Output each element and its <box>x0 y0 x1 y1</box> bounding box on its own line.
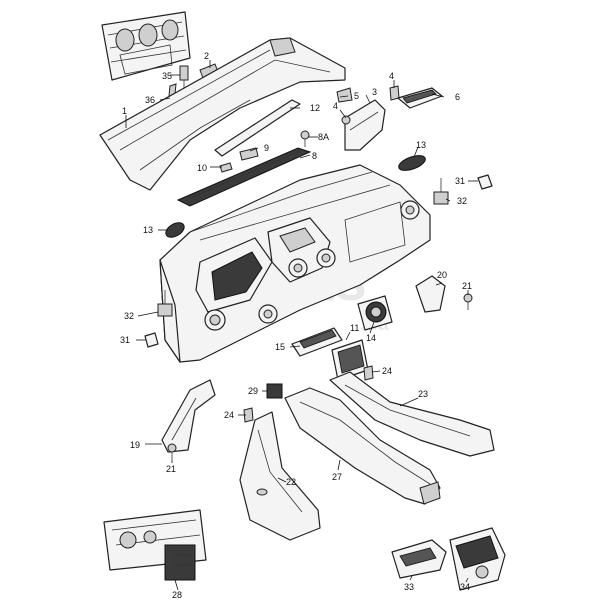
callout-27: 27 <box>332 472 342 482</box>
part-9-clip <box>239 147 259 161</box>
callout-13b: 13 <box>416 140 426 150</box>
callout-19: 19 <box>130 440 140 450</box>
callout-9: 9 <box>264 143 269 153</box>
callout-10: 10 <box>197 163 207 173</box>
callout-20: 20 <box>437 270 447 280</box>
part-31-nut-left <box>144 332 159 348</box>
part-5-clip <box>336 87 353 103</box>
inset-detail-top <box>101 11 191 81</box>
part-24-clip-right <box>363 365 374 381</box>
callout-8a: 8A <box>318 132 329 142</box>
callout-13a: 13 <box>143 225 153 235</box>
callout-33: 33 <box>404 582 414 592</box>
callout-2: 2 <box>204 51 209 61</box>
part-15-center-vent <box>291 327 343 357</box>
callout-1: 1 <box>122 106 127 116</box>
callout-8: 8 <box>312 151 317 161</box>
callout-23: 23 <box>418 389 428 399</box>
inset-detail-bottom <box>103 509 207 581</box>
callout-6: 6 <box>455 92 460 102</box>
part-8-defrost-grille <box>176 147 312 207</box>
callout-28: 28 <box>172 590 182 600</box>
callout-29: 29 <box>248 386 258 396</box>
callout-21b: 21 <box>166 464 176 474</box>
part-14-round-vent <box>357 295 393 331</box>
callout-36: 36 <box>145 95 155 105</box>
callout-12: 12 <box>310 103 320 113</box>
part-20-bracket <box>415 275 446 313</box>
callout-31a: 31 <box>455 176 465 186</box>
callout-15: 15 <box>275 342 285 352</box>
part-3-bracket <box>344 99 386 151</box>
part-34-control-unit <box>449 527 506 591</box>
callout-11: 11 <box>350 323 359 333</box>
part-13-speaker-grille-left <box>165 222 185 238</box>
callout-labels: 1 2 3 4 4 5 6 8 8A 9 10 11 12 13 13 14 1… <box>120 51 472 600</box>
callout-31b: 31 <box>120 335 130 345</box>
part-6-vent <box>397 87 443 109</box>
callout-5: 5 <box>354 91 359 101</box>
part-21-bolt-left <box>167 443 177 460</box>
callout-34: 34 <box>460 582 470 592</box>
callout-4b: 4 <box>333 101 338 111</box>
callout-22: 22 <box>286 477 296 487</box>
part-12-trim-strip <box>214 99 301 157</box>
part-22-rear-duct <box>239 411 321 541</box>
part-4-clip-b <box>341 115 351 125</box>
part-24-clip-left <box>243 407 254 423</box>
part-13-speaker-grille-right <box>398 155 426 171</box>
part-29-foam-pad <box>266 383 283 399</box>
callout-21a: 21 <box>462 281 472 291</box>
part-31-nut-right <box>477 174 493 190</box>
part-19-duct <box>161 379 216 453</box>
callout-24b: 24 <box>224 410 234 420</box>
part-23-right-duct <box>329 371 495 457</box>
part-33-floor-outlet <box>391 539 447 579</box>
leader-lines <box>125 60 478 591</box>
callout-14: 14 <box>366 333 376 343</box>
callout-3: 3 <box>372 87 377 97</box>
part-8a-screw <box>300 130 310 147</box>
part-27-floor-duct <box>284 387 441 505</box>
part-1-cowl-panel <box>99 37 346 191</box>
callout-32a: 32 <box>457 196 467 206</box>
callout-24a: 24 <box>382 366 392 376</box>
callout-32b: 32 <box>124 311 134 321</box>
part-32-bracket-left <box>157 290 173 317</box>
part-32-bracket-right <box>433 178 449 205</box>
part-21-bolt-right <box>463 293 473 310</box>
part-10-clip <box>219 162 233 173</box>
callout-4a: 4 <box>389 71 394 81</box>
callout-35: 35 <box>162 71 172 81</box>
